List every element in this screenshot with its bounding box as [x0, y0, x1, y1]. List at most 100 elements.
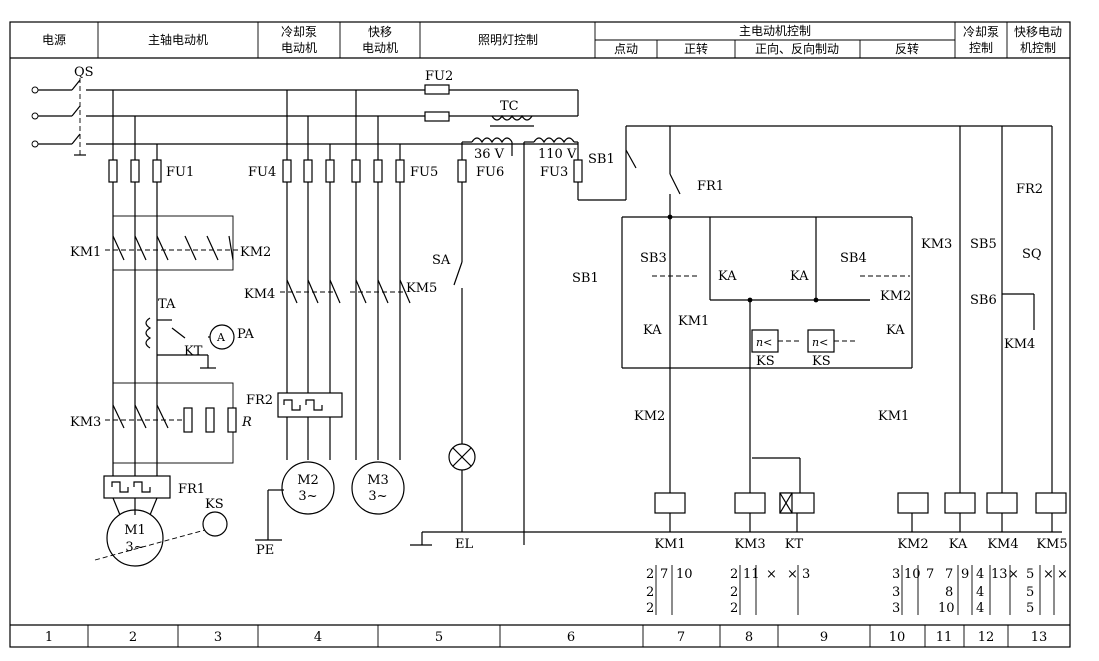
fu2-fuse: [424, 84, 450, 95]
r-label: R: [241, 415, 252, 430]
header-jog: 点动: [614, 42, 638, 56]
zone-4: 4: [314, 630, 322, 645]
spindle-power-circuit: [94, 90, 240, 567]
v36-label: 36 V: [474, 147, 505, 162]
zone-10: 10: [889, 630, 906, 645]
sb4-label: SB4: [840, 251, 867, 266]
header-power: 电源: [42, 33, 66, 47]
km3-ctrl-label: KM3: [921, 237, 952, 252]
ks-ctrl-label-1: KS: [756, 354, 775, 369]
pa-label: PA: [237, 327, 255, 342]
sb3-label: SB3: [640, 251, 667, 266]
fu4-label: FU4: [248, 165, 276, 180]
ref-km5-1: 5: [1026, 567, 1034, 582]
header-lighting: 照明灯控制: [478, 33, 538, 47]
fr2-main-label: FR2: [246, 393, 273, 408]
lighting-circuit: [410, 142, 1062, 546]
ref-km2-3: 3: [892, 601, 900, 616]
km5-main-label: KM5: [406, 281, 437, 296]
tc-label: TC: [500, 99, 519, 114]
ref-ka-c3: 13: [991, 567, 1008, 582]
contact-reference-tables: [655, 565, 1055, 615]
fu2-fuse-b: [424, 111, 450, 122]
coil-label-km4: KM4: [987, 537, 1018, 552]
km2-main-label: KM2: [240, 245, 271, 260]
ref-ka-c2-3: 4: [976, 585, 984, 600]
kt-main-label: KT: [184, 344, 203, 359]
km3-main-label: KM3: [70, 415, 101, 430]
ref-km1-nc: 10: [676, 567, 693, 582]
ks-main-label: KS: [205, 497, 224, 512]
zone-2: 2: [129, 630, 137, 645]
pe-label: PE: [256, 543, 274, 558]
zone-7: 7: [677, 630, 685, 645]
qs-label: QS: [74, 65, 94, 80]
ta-label: TA: [158, 297, 176, 312]
coil-label-ka: KA: [949, 537, 968, 552]
header-main-motor-control: 主电动机控制: [739, 24, 811, 38]
m3-label: M3: [367, 473, 389, 488]
zone-6: 6: [567, 630, 575, 645]
fr2-ctrl-label: FR2: [1016, 182, 1043, 197]
fr1-ctrl-label: FR1: [697, 179, 724, 194]
ref-kt: 3: [802, 567, 810, 582]
control-circuit: [573, 125, 1067, 532]
sb5-label: SB5: [970, 237, 997, 252]
ref-ka-1: 7: [945, 567, 953, 582]
ref-km3-1: 2: [730, 567, 738, 582]
fr1-main-label: FR1: [178, 482, 205, 497]
fu6-label: FU6: [476, 165, 504, 180]
ka-contact-4: KA: [886, 323, 905, 338]
coil-label-km1: KM1: [654, 537, 685, 552]
sb1-top-label: SB1: [588, 152, 615, 167]
ref-km3-no: 11: [743, 567, 760, 582]
ref-ka-3: 10: [938, 601, 955, 616]
ks-box-1: n<: [756, 336, 772, 349]
header-coolant-ctrl-b: 控制: [969, 41, 993, 55]
ref-km3-x1: ×: [766, 567, 777, 582]
ka-contact-1: KA: [718, 269, 737, 284]
ref-km3-x2: ×: [787, 567, 798, 582]
sheet-border: [9, 21, 1071, 648]
km1-ctrl-label: KM1: [678, 314, 709, 329]
power-input: [31, 78, 579, 156]
header-coolant-a: 冷却泵: [281, 25, 317, 39]
sb1-label: SB1: [572, 271, 599, 286]
ka-contact-3: KA: [643, 323, 662, 338]
ref-km1-3: 2: [646, 601, 654, 616]
km2-ctrl-label: KM2: [880, 289, 911, 304]
km4-ctrl-label: KM4: [1004, 337, 1035, 352]
zone-9: 9: [820, 630, 828, 645]
fu5-label: FU5: [410, 165, 438, 180]
header-coolant-ctrl-a: 冷却泵: [963, 25, 999, 39]
v110-label: 110 V: [538, 147, 577, 162]
m2-label: M2: [297, 473, 319, 488]
zone-5: 5: [435, 630, 443, 645]
ref-km2-no: 10: [904, 567, 921, 582]
header-rapid-a: 快移: [368, 25, 392, 39]
zone-3: 3: [214, 630, 222, 645]
ref-km5-x2: ×: [1057, 567, 1068, 582]
km1-interlock-label: KM1: [878, 409, 909, 424]
header-rapid-ctrl-a: 快移电动: [1014, 25, 1062, 39]
coil-km4: [986, 492, 1018, 514]
coil-km1: [654, 492, 686, 514]
zone-8: 8: [745, 630, 753, 645]
km1-main-label: KM1: [70, 245, 101, 260]
sq-label: SQ: [1022, 247, 1042, 262]
coil-km5: [1035, 492, 1067, 514]
coil-label-km3: KM3: [734, 537, 765, 552]
ks-box-2: n<: [812, 336, 828, 349]
header-rapid-ctrl-b: 机控制: [1020, 41, 1056, 55]
ka-contact-2: KA: [790, 269, 809, 284]
ref-km5-x1: ×: [1043, 567, 1054, 582]
km4-main-label: KM4: [244, 287, 275, 302]
m3-phase: 3~: [368, 489, 387, 504]
zone-11: 11: [936, 630, 953, 645]
fu2-label: FU2: [425, 69, 453, 84]
header-forward: 正转: [684, 41, 708, 56]
ref-ka-2: 8: [945, 585, 953, 600]
ref-km3-2: 2: [730, 585, 738, 600]
aux-motor-circuit: [255, 90, 411, 541]
